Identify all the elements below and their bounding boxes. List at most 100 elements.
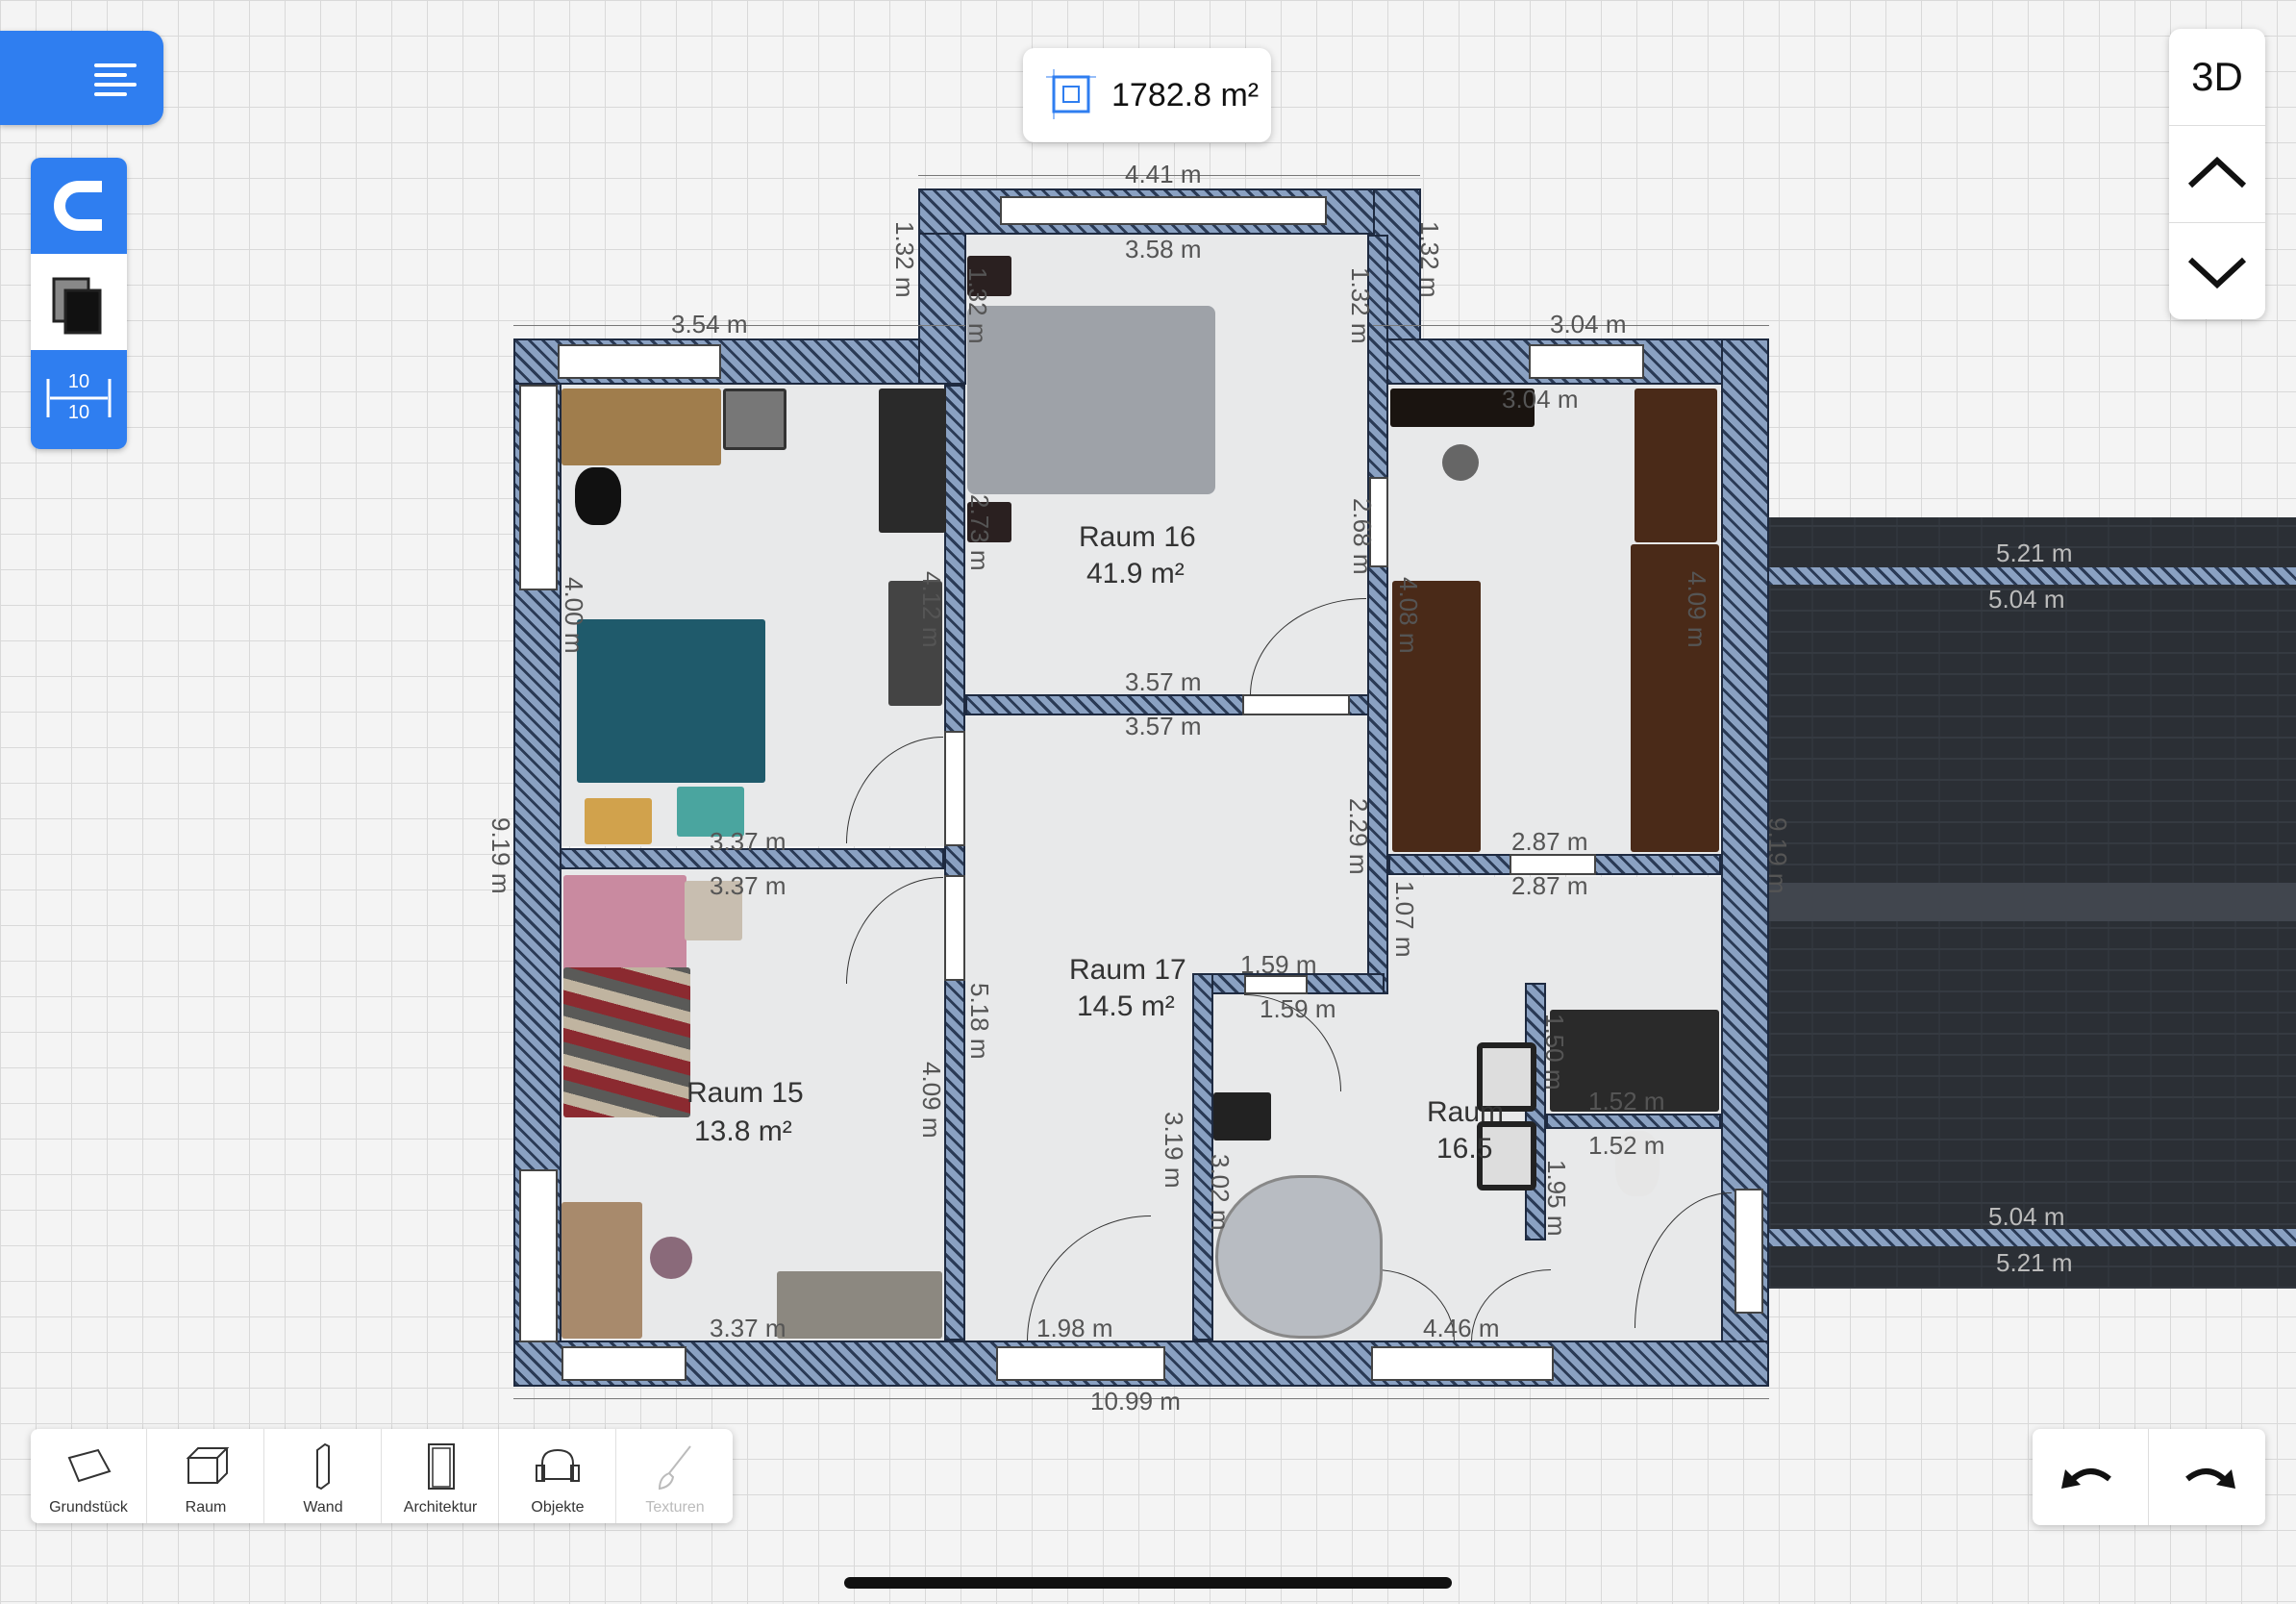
terrace-strip: [1769, 567, 2296, 585]
dim-label: 1.59 m: [1240, 950, 1317, 979]
dim-label: 2.68 m: [1348, 498, 1377, 575]
bed: [967, 306, 1215, 494]
dim-label: 4.00 m: [560, 577, 588, 654]
nightstand: [723, 388, 786, 450]
dim-label: 2.87 m: [1511, 827, 1588, 856]
home-indicator[interactable]: [844, 1577, 1452, 1589]
dim-label: 4.09 m: [917, 1062, 946, 1139]
room-15-area: 13.8 m²: [694, 1115, 792, 1147]
window: [1244, 975, 1308, 994]
sofa-cushion: [585, 798, 652, 844]
undo-icon: [2061, 1468, 2111, 1489]
dim-label: 3.57 m: [1125, 712, 1202, 740]
dim-label: 4.08 m: [1394, 577, 1423, 654]
room-16-name: Raum 16: [1079, 521, 1196, 553]
dim-label: 5.21 m: [1996, 539, 2073, 567]
wall: [1546, 1114, 1721, 1129]
measure-icon: [46, 379, 112, 417]
undo-button[interactable]: [2033, 1429, 2149, 1525]
room-17-area: 14.5 m²: [1077, 990, 1175, 1022]
tool-architektur[interactable]: Architektur: [383, 1429, 499, 1523]
wall: [1192, 973, 1213, 1341]
dim-label: 5.04 m: [1988, 585, 2065, 614]
grid-size-button[interactable]: 10 10: [31, 350, 127, 449]
sofa: [577, 619, 765, 783]
level-down-button[interactable]: [2169, 223, 2265, 319]
window: [1242, 694, 1350, 715]
side-toolbar: 10 10: [31, 158, 127, 449]
terrace-band: [1769, 883, 2296, 921]
nightstand: [967, 256, 1011, 296]
toggle-3d-button[interactable]: 3D: [2169, 29, 2265, 126]
dim-label: 1.50 m: [1540, 1014, 1569, 1090]
tool-grundstueck[interactable]: Grundstück: [31, 1429, 147, 1523]
dim-label: 4.12 m: [917, 571, 946, 648]
dim-label: 5.04 m: [1988, 1202, 2065, 1231]
window: [1510, 854, 1596, 875]
menu-button[interactable]: [0, 31, 163, 125]
dim-line: [1373, 325, 1769, 326]
area-indicator[interactable]: 1782.8 m²: [1023, 48, 1271, 142]
tool-raum[interactable]: Raum: [148, 1429, 264, 1523]
window: [1529, 344, 1644, 379]
window: [944, 731, 965, 846]
dim-line: [513, 325, 965, 326]
dim-label: 3.19 m: [1160, 1112, 1188, 1189]
dim-label: 1.07 m: [1390, 881, 1419, 958]
table: [1392, 581, 1481, 852]
chevron-up-icon: [2187, 156, 2247, 188]
sink: [1477, 1042, 1536, 1112]
dim-line: [918, 175, 1420, 176]
dim-line: [513, 1398, 1769, 1399]
dim-label: 1.32 m: [1415, 221, 1444, 298]
window: [562, 1346, 686, 1381]
dim-label: 9.19 m: [487, 817, 515, 894]
dim-label: 1.59 m: [1260, 994, 1336, 1023]
dim-label: 4.46 m: [1423, 1314, 1500, 1342]
level-up-button[interactable]: [2169, 126, 2265, 223]
layers-icon: [52, 277, 102, 335]
wall-icon: [316, 1442, 330, 1491]
room-17-name: Raum 17: [1069, 954, 1186, 986]
tool-wand[interactable]: Wand: [265, 1429, 382, 1523]
tv-stand: [888, 581, 942, 706]
dim-label: 3.54 m: [671, 310, 748, 338]
sofa-cushion: [677, 787, 744, 837]
magnet-snap-button[interactable]: [31, 158, 127, 254]
dim-label: 1.95 m: [1542, 1160, 1571, 1237]
undo-redo-group: [2033, 1429, 2265, 1525]
wardrobe: [1635, 388, 1717, 542]
dim-label: 2.87 m: [1511, 871, 1588, 900]
dim-label: 1.52 m: [1588, 1131, 1665, 1160]
layers-button[interactable]: [31, 254, 127, 350]
dim-label: 3.37 m: [710, 1314, 786, 1342]
dim-label: 4.41 m: [1125, 160, 1202, 188]
bottom-toolbar: Grundstück Raum Wand Architektur Objekte…: [31, 1429, 733, 1523]
nightstand: [685, 881, 742, 940]
terrace-strip: [1769, 1229, 2296, 1246]
desk: [562, 1202, 642, 1339]
room-15-name: Raum 15: [686, 1077, 804, 1109]
stool: [1442, 444, 1479, 481]
tool-texturen[interactable]: Texturen: [617, 1429, 733, 1523]
door-icon: [428, 1443, 455, 1490]
grid-size-bottom: 10: [67, 402, 90, 423]
bathtub: [1215, 1175, 1383, 1339]
dim-label: 1.32 m: [890, 221, 919, 298]
redo-button[interactable]: [2149, 1429, 2265, 1525]
dim-label: 1.98 m: [1036, 1314, 1113, 1342]
dim-label: 3.04 m: [1550, 310, 1627, 338]
stove: [1213, 1092, 1271, 1140]
tool-objekte[interactable]: Objekte: [500, 1429, 616, 1523]
window: [519, 1169, 558, 1342]
dim-label: 3.37 m: [710, 827, 786, 856]
room-16-area: 41.9 m²: [1086, 558, 1185, 589]
dim-label: 3.58 m: [1125, 235, 1202, 263]
redo-icon: [2185, 1468, 2235, 1489]
room-icon: [186, 1447, 230, 1484]
desk: [562, 388, 721, 465]
wall: [560, 848, 944, 869]
area-icon: [1046, 69, 1096, 119]
view-controls: 3D: [2169, 29, 2265, 319]
